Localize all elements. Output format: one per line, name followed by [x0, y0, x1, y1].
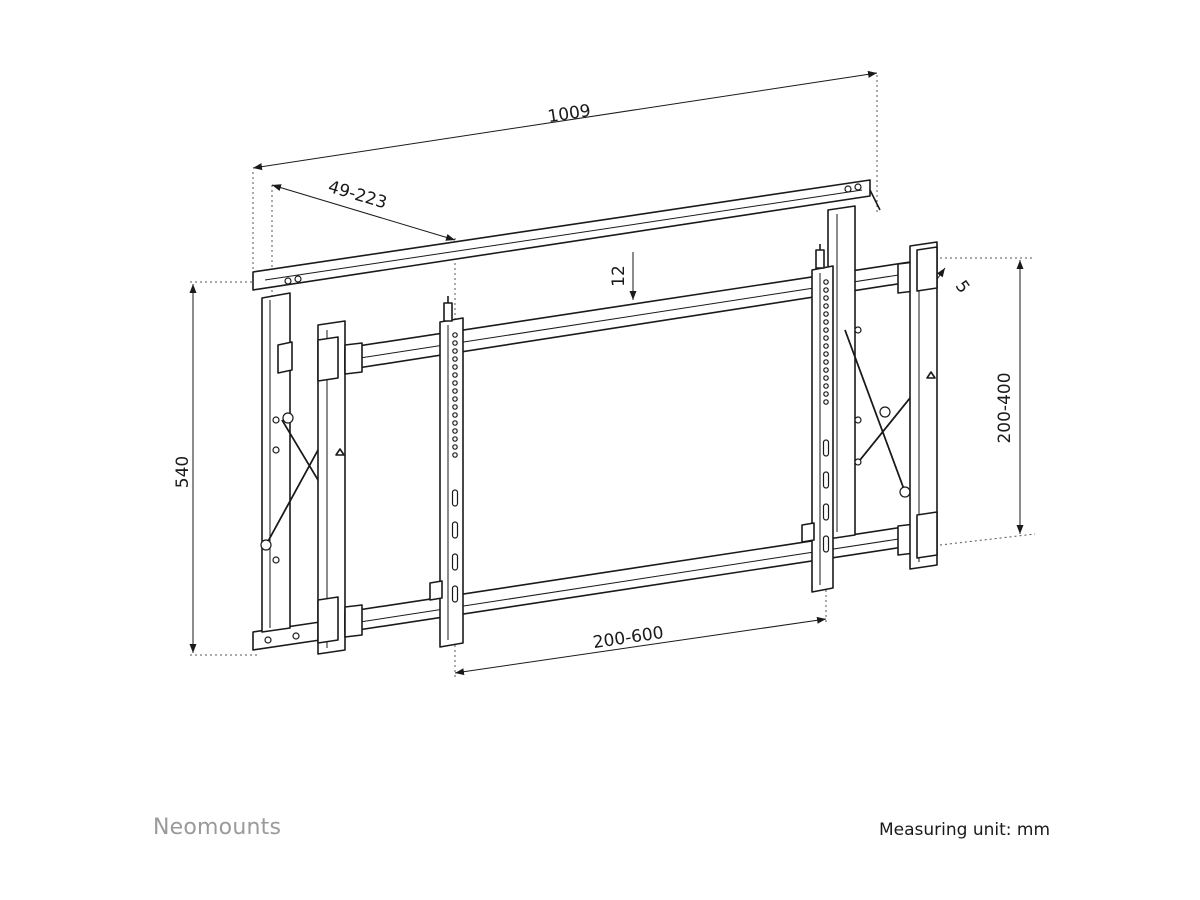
bracket-hole: [823, 327, 829, 333]
bracket-slot: [451, 521, 459, 539]
right-front-column: [909, 241, 938, 570]
dim-tilt: 5: [951, 277, 974, 297]
bracket-slot: [451, 553, 459, 571]
bracket-hole: [452, 332, 458, 338]
bracket-hole: [823, 383, 829, 389]
bracket-hole: [452, 452, 458, 458]
dim-height: 540: [173, 456, 193, 488]
bracket-hole: [452, 428, 458, 434]
dim-horizontal-pattern: 200-600: [592, 623, 665, 653]
bracket-hole: [452, 404, 458, 410]
bracket-hole: [452, 372, 458, 378]
bracket-slot: [822, 535, 830, 553]
bracket-hole: [823, 375, 829, 381]
bracket-hole: [823, 359, 829, 365]
bracket-hole: [452, 436, 458, 442]
bracket-hole: [823, 287, 829, 293]
dim-overall-width: 1009: [546, 101, 592, 127]
bracket-hole: [452, 348, 458, 354]
bracket-hole: [452, 388, 458, 394]
dim-vertical-pattern: 200-400: [995, 372, 1015, 443]
bracket-hole: [452, 420, 458, 426]
left-front-column: [317, 320, 346, 655]
bracket-hole: [823, 335, 829, 341]
bracket-hole: [823, 391, 829, 397]
bracket-slot: [822, 439, 830, 457]
bracket-hole: [823, 367, 829, 373]
bracket-hole: [823, 399, 829, 405]
bracket-hole: [823, 279, 829, 285]
bracket-hole: [452, 380, 458, 386]
bracket-hole: [823, 303, 829, 309]
brand-logo: Neomounts: [153, 815, 282, 840]
bracket-hole: [823, 319, 829, 325]
bracket-hole: [452, 364, 458, 370]
bracket-hole: [452, 444, 458, 450]
bracket-hole: [823, 295, 829, 301]
measuring-unit-note: Measuring unit: mm: [879, 820, 1051, 840]
left-bracket-holes: [451, 332, 459, 603]
dim-offset: 12: [609, 265, 629, 287]
mount-structure: [252, 179, 938, 655]
bracket-hole: [452, 412, 458, 418]
bracket-hole: [823, 311, 829, 317]
bracket-slot: [822, 503, 830, 521]
bracket-hole: [823, 351, 829, 357]
bracket-hole: [452, 356, 458, 362]
dim-depth-range: 49-223: [326, 177, 389, 213]
bracket-slot: [451, 489, 459, 507]
bracket-hole: [823, 343, 829, 349]
bracket-slot: [451, 585, 459, 603]
right-bracket-holes: [822, 279, 830, 553]
bracket-hole: [452, 340, 458, 346]
bracket-hole: [452, 396, 458, 402]
bracket-slot: [822, 471, 830, 489]
